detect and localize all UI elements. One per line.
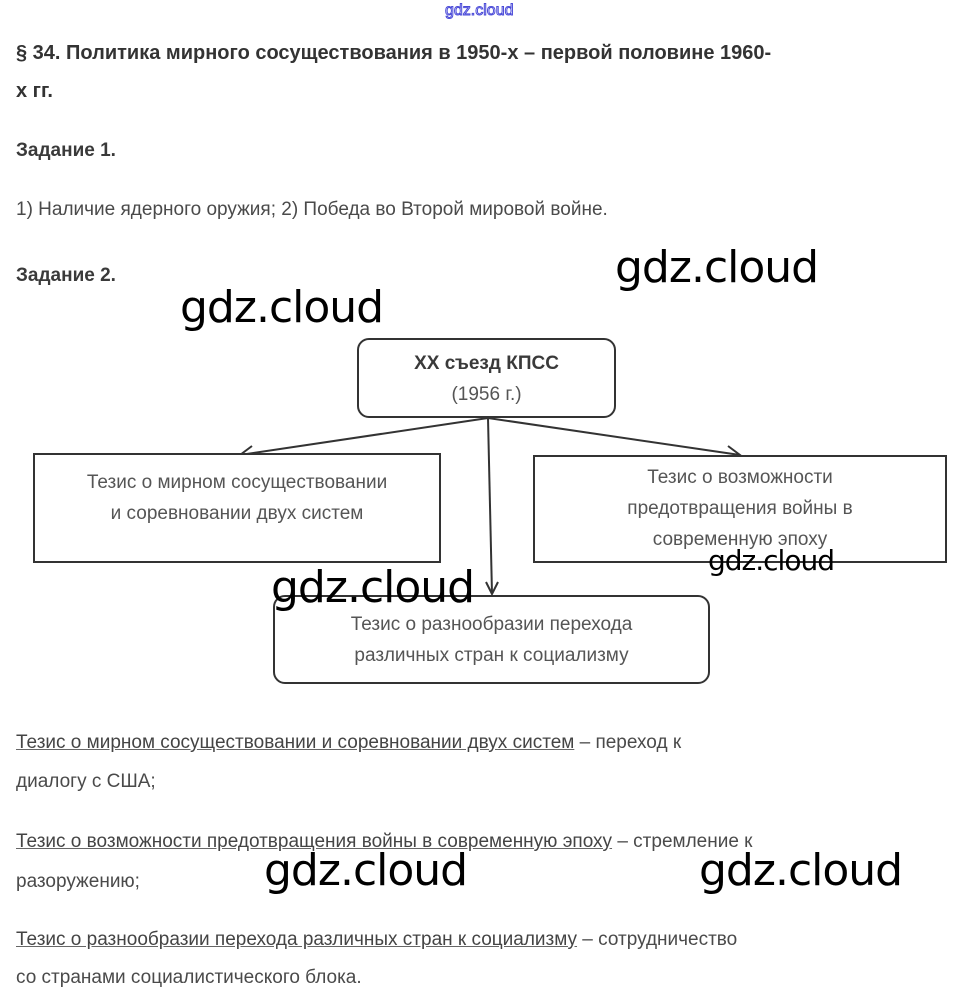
task1-heading: Задание 1.: [16, 140, 116, 161]
box-text: предотвращения войны в: [627, 498, 853, 519]
watermark: gdz.cloud: [708, 544, 835, 577]
arrow-left: [239, 417, 489, 456]
watermark: gdz.cloud: [264, 845, 468, 896]
diagram-box-socialism-paths: Тезис о разнообразии перехода различных …: [273, 595, 710, 684]
explanation-1: Тезис о мирном сосуществовании и соревно…: [16, 732, 681, 754]
explanation-text: – переход к: [574, 732, 682, 753]
explanation-text: – сотрудничество: [577, 929, 738, 950]
explanation-3: Тезис о разнообразии перехода различных …: [16, 929, 737, 951]
box-text: и соревновании двух систем: [110, 503, 364, 524]
watermark: gdz.cloud: [615, 242, 819, 293]
page-title-line1: § 34. Политика мирного сосуществования в…: [16, 42, 772, 64]
explanation-2-cont: разоружению;: [16, 871, 140, 892]
explanation-term: Тезис о возможности предотвращения войны…: [16, 831, 613, 852]
watermark-logo: gdz.cloud: [445, 2, 514, 20]
congress-label: XX съезд КПСС: [414, 353, 559, 374]
arrow-right: [487, 417, 741, 456]
box-text: Тезис о разнообразии перехода: [350, 614, 633, 635]
box-text: современную эпоху: [652, 529, 828, 550]
task2-heading: Задание 2.: [16, 265, 116, 286]
diagram-box-war-prevention: Тезис о возможности предотвращения войны…: [533, 455, 947, 563]
congress-year: (1956 г.): [451, 384, 522, 405]
explanation-text: – стремление к: [612, 831, 753, 852]
box-text: различных стран к социализму: [354, 645, 629, 666]
watermark: gdz.cloud: [180, 282, 384, 333]
watermark: gdz.cloud: [699, 845, 903, 896]
diagram-box-peaceful-coexistence: Тезис о мирном сосуществовании и соревно…: [33, 453, 441, 563]
explanation-2: Тезис о возможности предотвращения войны…: [16, 831, 753, 853]
task1-answer: 1) Наличие ядерного оружия; 2) Победа во…: [16, 199, 608, 220]
arrow-down: [487, 417, 493, 595]
explanation-term: Тезис о мирном сосуществовании и соревно…: [16, 732, 575, 753]
explanation-3-cont: со странами социалистического блока.: [16, 967, 362, 988]
explanation-term: Тезис о разнообразии перехода различных …: [16, 929, 578, 950]
diagram-box-congress: XX съезд КПСС (1956 г.): [357, 338, 616, 418]
watermark: gdz.cloud: [271, 562, 475, 613]
explanation-1-cont: диалогу с США;: [16, 771, 156, 792]
page-title-line2: х гг.: [16, 80, 53, 102]
box-text: Тезис о возможности: [647, 467, 833, 488]
box-text: Тезис о мирном сосуществовании: [86, 472, 388, 493]
